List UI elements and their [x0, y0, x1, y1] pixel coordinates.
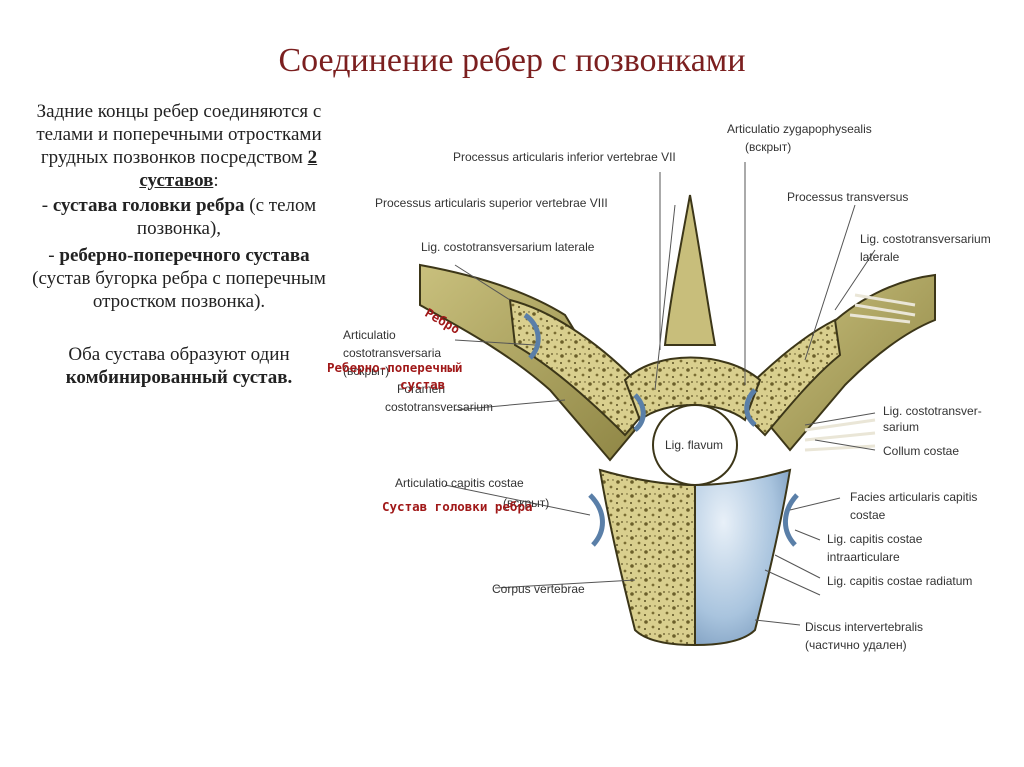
intervertebral-disc [694, 468, 792, 647]
vertebral-body [598, 468, 696, 647]
label-lig-costotransversarium-laterale-left: Lig. costotransversarium laterale [421, 240, 595, 254]
two-joints-emphasis: 2 суставов [139, 147, 318, 191]
label-lig-flavum: Lig. flavum [665, 438, 724, 452]
overlay-costotransverse-joint-2: сустав [400, 377, 446, 392]
costotransverse-ligament-fibres [804, 418, 876, 452]
label-lig-capitis-intra: Lig. capitis costae [827, 532, 923, 546]
left-rib-head-cartilage [588, 493, 605, 547]
label-articulatio: Articulatio [343, 328, 396, 342]
label-corpus-vertebrae: Corpus vertebrae [492, 582, 585, 596]
intro-paragraph: Задние концы ребер соединяются с телами … [36, 101, 322, 191]
label-costotransversaria-opened: (вскрыт) [343, 364, 390, 378]
label-processus-superior: Processus articularis superior vertebrae… [375, 196, 608, 210]
costotransverse-cartilage [523, 312, 541, 360]
label-discus-partially-removed: (частично удален) [805, 638, 907, 652]
label-articulatio-zygapophysealis: Articulatio zygapophysealis [727, 122, 872, 136]
label-lig-capitis-radiatum: Lig. capitis costae radiatum [827, 574, 973, 588]
label-costotransversarium: costotransversarium [385, 400, 494, 414]
costotransverse-joint-item: - реберно-поперечного сустава (сустав бу… [32, 245, 326, 312]
label-discus-intervertebralis: Discus intervertebralis [805, 620, 924, 634]
label-articulatio-capitis-costae: Articulatio capitis costae [395, 476, 524, 490]
overlay-rib-head-joint: Сустав головки ребра [382, 499, 533, 514]
lateral-ligament-fibres [849, 293, 916, 324]
rib-head-joint-item: - сустава головки ребра (с телом позвонк… [41, 195, 317, 239]
overlay-costotransverse-joint-1: Реберно-поперечный [327, 360, 463, 375]
label-lig-costotransversarium-right: Lig. costotransversarium [860, 232, 991, 246]
vertebral-arch [623, 356, 762, 422]
label-zygapophysealis-opened: (вскрыт) [745, 140, 792, 154]
label-leader-lines [444, 162, 876, 626]
label-processus-inferior: Processus articularis inferior vertebrae… [453, 150, 676, 164]
right-rib-head-cartilage [783, 493, 799, 547]
label-capitis-costae-opened: (вскрыт) [503, 496, 550, 510]
label-sarium: sarium [883, 420, 920, 434]
right-facet-cartilage [744, 388, 757, 427]
combined-joint-paragraph: Оба сустава образуют один комбинированны… [65, 344, 293, 388]
label-intraarticulare: intraarticulare [827, 550, 900, 564]
slide-text: Задние концы ребер соединяются с телами … [18, 100, 340, 389]
label-laterale-right: laterale [860, 250, 900, 264]
anatomy-figure: Articulatio zygapophysealis (вскрыт) Pro… [327, 100, 1015, 740]
label-facies-articularis: Facies articularis capitis [850, 490, 978, 504]
slide-title: Соединение ребер с позвонками [278, 42, 746, 79]
left-rib [419, 263, 637, 462]
label-facies-costae: costae [850, 508, 886, 522]
spinous-process [663, 194, 717, 346]
label-processus-transversus: Processus transversus [787, 190, 909, 204]
label-collum-costae: Collum costae [883, 444, 960, 458]
left-facet-cartilage [633, 393, 646, 432]
label-foramen: Foramen [397, 382, 446, 396]
label-costotransversaria: costotransversaria [343, 346, 442, 360]
label-lig-costotransversarium: Lig. costotransver- [883, 404, 982, 418]
vertebra-illustration [419, 162, 936, 647]
